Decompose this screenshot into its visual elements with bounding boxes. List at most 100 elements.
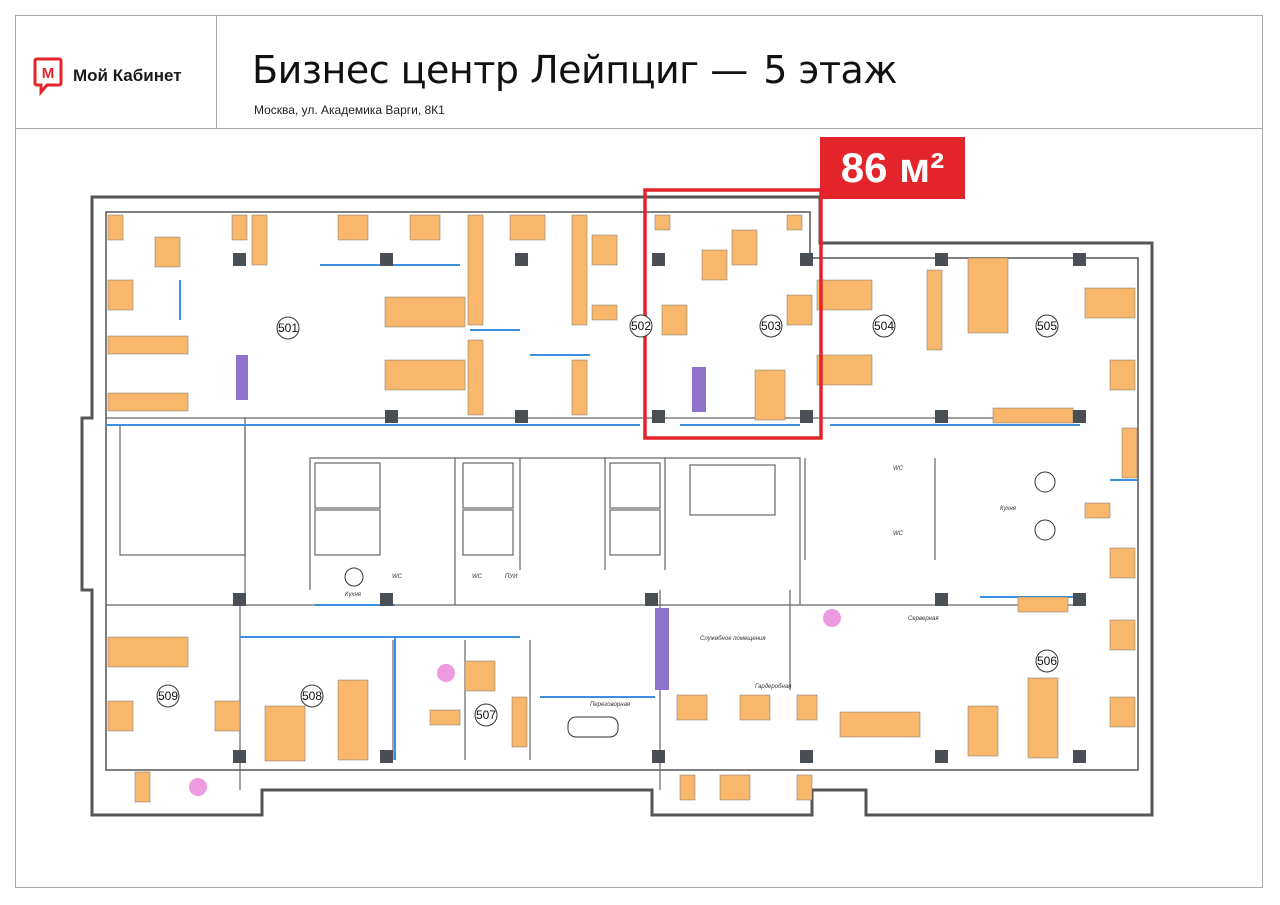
column: [935, 253, 948, 266]
desks: [107, 214, 1138, 803]
room-number-badge: [1035, 649, 1059, 673]
highlighted-office-503[interactable]: [643, 188, 823, 440]
label-kitchen: Кухня: [1000, 506, 1017, 512]
room-number: 506: [1037, 654, 1057, 668]
page-title: Бизнес центр Лейпциг — 5 этаж: [248, 48, 898, 92]
label-server-room: Серверная: [908, 616, 939, 622]
room-509[interactable]: 509: [156, 684, 180, 708]
desk: [839, 711, 921, 738]
column: [233, 253, 246, 266]
desk: [467, 214, 484, 326]
svg-text:М: М: [42, 65, 55, 82]
room-number: 507: [476, 708, 496, 722]
room-number-badge: [300, 684, 324, 708]
desk: [337, 214, 369, 241]
purple-counter: [655, 608, 669, 690]
desk: [679, 774, 696, 801]
label-pui: ПУИ: [505, 574, 518, 580]
label-wc: WC: [472, 574, 483, 580]
room-number: 509: [158, 689, 178, 703]
room-number-badge: [872, 314, 896, 338]
desk: [967, 257, 1009, 334]
desk: [571, 214, 588, 326]
desk: [701, 249, 728, 281]
desk: [796, 694, 818, 721]
label-meeting-room: Переговорная: [590, 702, 631, 708]
desk: [571, 359, 588, 416]
desk: [107, 335, 189, 355]
label-wc: WC: [893, 466, 904, 472]
column: [385, 410, 398, 423]
label-wardrobe: Гардеробная: [755, 684, 792, 690]
room-number-badge: [156, 684, 180, 708]
column: [233, 593, 246, 606]
desk: [1109, 696, 1136, 728]
desk: [134, 771, 151, 803]
round-table: [437, 664, 455, 682]
desk: [251, 214, 268, 266]
desk: [591, 304, 618, 321]
purple-counter: [236, 355, 248, 400]
desk: [786, 214, 803, 231]
page-frame: [15, 15, 1263, 888]
desk: [467, 339, 484, 416]
room-number: 504: [874, 319, 894, 333]
column: [800, 253, 813, 266]
header-divider: [15, 128, 1263, 129]
column: [380, 253, 393, 266]
area-badge: 86 м²: [820, 137, 965, 199]
room-508[interactable]: 508: [300, 684, 324, 708]
desk: [654, 214, 671, 231]
room-number: 508: [302, 689, 322, 703]
column: [1073, 410, 1086, 423]
column: [652, 253, 665, 266]
building-name: Бизнес центр Лейпциг —: [252, 48, 748, 92]
address: Москва, ул. Академика Варги, 8К1: [254, 103, 445, 117]
column: [233, 750, 246, 763]
column: [645, 593, 658, 606]
desk: [214, 700, 241, 732]
desk: [511, 696, 528, 748]
kitchen-tables: [344, 471, 1056, 738]
column: [935, 410, 948, 423]
desk: [739, 694, 771, 721]
desk: [1109, 359, 1136, 391]
room-507[interactable]: 507: [474, 703, 498, 727]
room-504[interactable]: 504: [872, 314, 896, 338]
room-number-badge: [1035, 314, 1059, 338]
label-wc: WC: [893, 531, 904, 537]
desk: [992, 407, 1074, 424]
desk: [429, 709, 461, 726]
desk: [1084, 502, 1111, 519]
desk: [1027, 677, 1059, 759]
room-number-badge: [759, 314, 783, 338]
column: [380, 750, 393, 763]
desk: [754, 369, 786, 421]
desk: [1109, 619, 1136, 651]
column: [652, 750, 665, 763]
room-503[interactable]: 503: [759, 314, 783, 338]
room-501[interactable]: 501: [276, 316, 300, 340]
interior-walls: [106, 417, 1080, 790]
desk: [107, 392, 189, 412]
room-505[interactable]: 505: [1035, 314, 1059, 338]
desk: [107, 214, 124, 241]
round-table: [189, 778, 207, 796]
column: [380, 593, 393, 606]
desk: [384, 359, 466, 391]
room-number: 501: [278, 321, 298, 335]
desk: [719, 774, 751, 801]
columns: [233, 253, 1086, 763]
room-502[interactable]: 502: [629, 314, 653, 338]
room-number: 503: [761, 319, 781, 333]
column: [800, 410, 813, 423]
desk: [676, 694, 708, 721]
desk: [1121, 427, 1138, 479]
desk: [796, 774, 813, 801]
desk: [264, 705, 306, 762]
column: [515, 253, 528, 266]
desk: [926, 269, 943, 351]
column: [1073, 750, 1086, 763]
room-506[interactable]: 506: [1035, 649, 1059, 673]
